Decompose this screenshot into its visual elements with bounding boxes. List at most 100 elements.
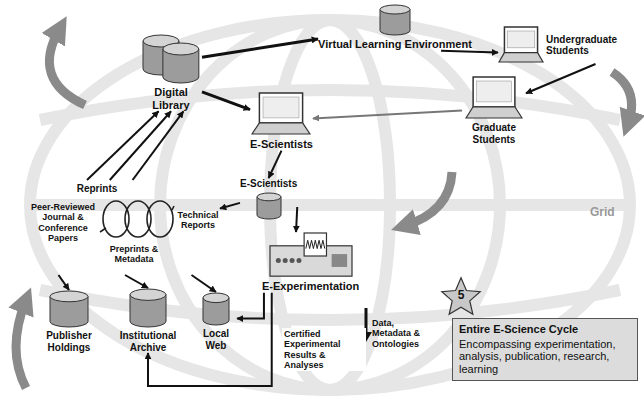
- laptop-icon: [499, 27, 543, 62]
- cyl-icon: [380, 5, 410, 35]
- flow-arrow: [87, 111, 159, 180]
- instr-icon: [270, 233, 352, 276]
- cyl-drawing: [49, 290, 89, 328]
- cyl-drawing: [129, 288, 167, 328]
- node-label: E-Scientists: [250, 138, 313, 151]
- flow-arrow: [202, 39, 318, 57]
- node-label: 5: [440, 289, 482, 303]
- globe-outline: [30, 20, 630, 390]
- instrument-knob: [289, 258, 294, 263]
- laptop-drawing: [251, 92, 311, 136]
- node-label: Peer-Reviewed Journal & Conference Paper…: [30, 202, 96, 243]
- student-laptop: Undergraduate Students: [498, 26, 628, 64]
- globe-parallel: [40, 290, 620, 320]
- curved-arrow: [16, 300, 26, 388]
- flow-arrow: [220, 203, 240, 209]
- instrument-knob: [282, 258, 287, 263]
- laptop-display: [507, 31, 535, 48]
- flow-arrow: [526, 64, 596, 93]
- cylinder-top: [203, 293, 229, 303]
- node-label: E-Scientists: [240, 178, 297, 190]
- cyl-icon: [50, 291, 88, 327]
- flow-arrow: [202, 92, 250, 110]
- cylinder-top: [257, 193, 281, 201]
- coil-loop: [147, 201, 173, 237]
- laptop-display: [263, 97, 299, 118]
- experiment-instrument: E-Experimentation: [262, 232, 359, 293]
- cylinder-top: [163, 43, 199, 55]
- dbl-drawing: [142, 34, 200, 84]
- flow-arrow: [313, 111, 462, 119]
- node-label: E-Experimentation: [262, 280, 359, 293]
- globe-parallel: [40, 90, 620, 120]
- cyl-drawing: [256, 192, 282, 220]
- flow-arrow: [269, 151, 282, 178]
- flow-arrow: [125, 275, 148, 288]
- node-label: Virtual Learning Environment: [318, 38, 472, 51]
- student-laptop: Graduate Students: [462, 76, 526, 145]
- flow-arrow: [59, 275, 70, 290]
- globe-lines: [30, 20, 630, 390]
- cylinder-top: [130, 289, 166, 300]
- laptop-base: [499, 53, 543, 62]
- signal-trace: [305, 240, 324, 248]
- curved-arrow: [612, 72, 632, 124]
- node-label: Institutional Archive: [116, 330, 180, 353]
- laptop-display: [477, 81, 512, 102]
- callout-star: 5: [440, 276, 482, 318]
- globe-parallel: [32, 199, 628, 211]
- node-label: Preprints & Metadata: [102, 244, 166, 265]
- instrument-knob: [296, 258, 301, 263]
- cyl-icon: [130, 289, 166, 327]
- cyl-drawing: [379, 4, 411, 36]
- curved-arrow: [404, 172, 452, 226]
- laptop-screen: [260, 93, 303, 123]
- archive-cylinder: Institutional Archive: [116, 288, 180, 353]
- watermark-label: Grid: [590, 206, 615, 220]
- laptop-base: [252, 123, 310, 134]
- flow-arrow: [133, 111, 184, 180]
- flow-arrow: [237, 293, 264, 319]
- dbl-icon: [143, 35, 199, 83]
- spiral-icon: [100, 201, 174, 237]
- node-label: Undergraduate Students: [546, 34, 628, 57]
- laptop-drawing: [465, 76, 523, 120]
- archive-cylinder: Local Web: [195, 292, 237, 351]
- edge-label: Certified Experimental Results & Analyse…: [282, 328, 366, 371]
- scientist-store: E-Scientists: [240, 178, 297, 220]
- laptop-base: [466, 107, 522, 118]
- cyl-drawing: [202, 292, 230, 326]
- digital-library: Digital Library: [140, 34, 202, 111]
- cylinder-top: [380, 5, 410, 14]
- node-label: Technical Reports: [176, 210, 220, 231]
- publication-spiral: ReprintsPeer-Reviewed Journal & Conferen…: [30, 180, 220, 275]
- laptop-drawing: [498, 26, 544, 64]
- node-label: Reprints: [72, 183, 122, 195]
- curved-arrow: [49, 28, 85, 105]
- node-label: Digital Library: [140, 86, 202, 111]
- node-label: Local Web: [195, 328, 237, 351]
- data-note: Data, Metadata & Ontologies: [372, 318, 434, 349]
- cylinder-top: [50, 291, 88, 302]
- flow-arrow: [192, 275, 217, 292]
- instr-drawing: [268, 232, 354, 278]
- cyl-icon: [257, 193, 281, 219]
- flow-arrow: [441, 51, 498, 53]
- node-label: Publisher Holdings: [38, 330, 100, 353]
- laptop-icon: [252, 93, 310, 134]
- cyl-icon: [203, 293, 229, 325]
- box-title: Entire E-Science Cycle: [459, 323, 631, 336]
- instrument-panel: [331, 254, 346, 267]
- node-label: Graduate Students: [462, 122, 526, 145]
- instrument-knob: [275, 258, 280, 263]
- summary-box: Entire E-Science CycleEncompassing exper…: [452, 318, 638, 381]
- box-body: Encompassing experimentation, analysis, …: [459, 338, 631, 376]
- laptop-screen: [473, 77, 515, 107]
- flow-arrow: [296, 207, 297, 232]
- scientist-laptop: E-Scientists: [250, 92, 313, 151]
- instrument-screen: [304, 233, 326, 256]
- laptop-icon: [466, 77, 522, 118]
- learning-environment: Virtual Learning Environment: [318, 4, 472, 51]
- coil-lead: [100, 206, 174, 232]
